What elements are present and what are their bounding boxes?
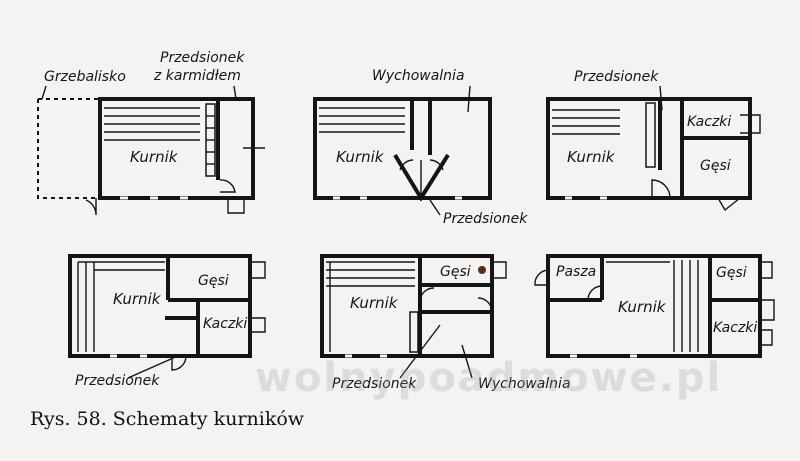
door-swing xyxy=(492,261,507,279)
watermark: wolnypoadmowe.pl xyxy=(255,355,723,401)
label-scratch-yard: Grzebalisko xyxy=(44,69,126,85)
label-coop: Kurnik xyxy=(336,148,385,166)
leader-line xyxy=(399,324,441,379)
label-nursery: Wychowalnia xyxy=(478,376,571,392)
perches xyxy=(326,261,415,352)
label-coop: Kurnik xyxy=(618,298,667,316)
stove-marker xyxy=(478,266,486,274)
door-swing xyxy=(717,197,741,212)
perches xyxy=(319,107,405,133)
perches xyxy=(552,109,620,135)
door-swing xyxy=(219,179,236,193)
door-swing xyxy=(171,355,187,371)
nest-boxes xyxy=(645,102,656,168)
plan-2: Wychowalnia Kurnik Przedsionek xyxy=(313,68,528,227)
label-coop: Kurnik xyxy=(130,148,179,166)
door-swing xyxy=(760,329,773,346)
label-geese: Gęsi xyxy=(440,264,471,280)
label-ducks: Kaczki xyxy=(687,114,731,130)
nest-box-dividers xyxy=(206,115,215,165)
plan-4: Gęsi Kurnik Kaczki Przedsionek xyxy=(68,254,266,389)
label-vestibule: Przedsionek xyxy=(443,211,528,227)
label-geese: Gęsi xyxy=(700,158,731,174)
leader-line xyxy=(127,354,181,379)
label-geese: Gęsi xyxy=(198,273,229,289)
label-nursery: Wychowalnia xyxy=(372,68,465,84)
perches xyxy=(77,261,165,352)
label-feed: Pasza xyxy=(556,264,596,280)
door-swing xyxy=(651,179,671,199)
label-vestibule-feed-line1: Przedsionek xyxy=(160,50,245,66)
label-vestibule: Przedsionek xyxy=(332,376,417,392)
leader-line xyxy=(467,85,471,113)
door-swing xyxy=(534,269,549,286)
leader-line xyxy=(233,85,237,100)
label-coop: Kurnik xyxy=(113,290,162,308)
label-vestibule: Przedsionek xyxy=(574,69,659,85)
label-ducks: Kaczki xyxy=(203,316,247,332)
coop-walls xyxy=(98,97,255,200)
leader-line xyxy=(41,85,47,100)
leader-line xyxy=(659,85,663,111)
door-swing xyxy=(227,198,245,214)
perches xyxy=(104,107,200,141)
door-swing xyxy=(477,297,493,313)
door-swing xyxy=(740,114,761,134)
door-swing xyxy=(419,287,435,301)
label-geese: Gęsi xyxy=(716,265,747,281)
scratch-yard-outline xyxy=(37,98,100,199)
label-coop: Kurnik xyxy=(350,294,399,312)
coop-walls xyxy=(320,254,494,358)
leader-line xyxy=(429,199,441,216)
door-swing xyxy=(250,261,266,279)
leader-line xyxy=(461,344,473,379)
plan-6: Pasza Gęsi Kurnik Kaczki xyxy=(534,254,775,358)
door-swing xyxy=(760,261,773,279)
label-vestibule: Przedsionek xyxy=(75,373,160,389)
plan-1: Grzebalisko Przedsionek z karmidłem Kurn… xyxy=(37,50,265,216)
door-swing xyxy=(587,285,603,301)
door-swing xyxy=(250,317,266,333)
door-swing xyxy=(760,299,775,321)
door-swing xyxy=(429,159,444,171)
figure-caption: Rys. 58. Schematy kurników xyxy=(30,408,305,430)
label-coop: Kurnik xyxy=(567,148,616,166)
plan-5: Gęsi Kurnik Przedsionek Wychowalnia xyxy=(320,254,571,392)
coop-walls xyxy=(546,254,762,358)
perches xyxy=(606,260,699,352)
coop-walls xyxy=(68,254,252,358)
door-swing xyxy=(85,198,97,216)
nest-boxes xyxy=(409,311,419,353)
label-ducks: Kaczki xyxy=(713,320,757,336)
door-swing xyxy=(399,159,414,171)
plan-3: Przedsionek Kaczki Kurnik Gęsi xyxy=(546,69,761,212)
label-vestibule-feed-line2: z karmidłem xyxy=(153,68,241,84)
